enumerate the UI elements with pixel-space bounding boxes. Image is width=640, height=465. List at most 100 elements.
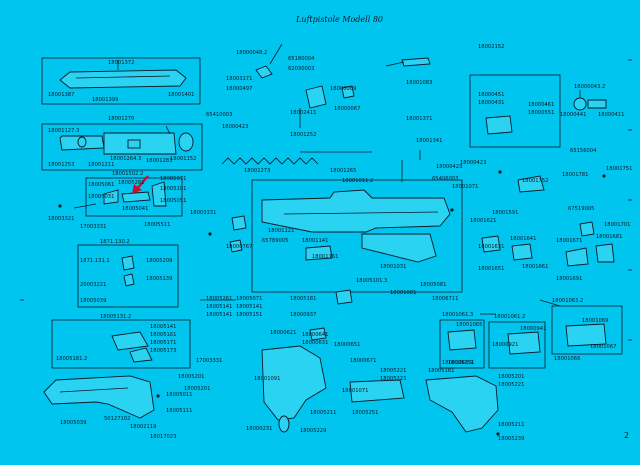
barrel-lock-part (517, 175, 545, 193)
part-label: 18001641 (510, 236, 536, 242)
receiver-slot-plate (361, 233, 437, 263)
part-label: 18001399 (92, 97, 118, 103)
screwdriver-shaft (385, 61, 405, 67)
pin-dot (156, 394, 160, 398)
part-shapes (43, 43, 615, 436)
part-label: 18000451 (478, 92, 504, 98)
part-label: 18001011.2 (342, 178, 373, 184)
part-label: 18005141 (206, 312, 232, 318)
part-label: 18002411 (290, 110, 316, 116)
sight-base-part (305, 85, 327, 109)
receiver-inner-line (283, 211, 439, 215)
cylinder-washer (77, 136, 87, 148)
part-label: 18005061 (88, 182, 114, 188)
part-label: 18001061.2 (494, 314, 525, 320)
part-label: 18001671 (556, 238, 582, 244)
leader-line (165, 125, 171, 135)
part-label: 18000551 (528, 110, 554, 116)
frame-group-2 (41, 123, 203, 171)
part-label: 18005141 (150, 324, 176, 330)
rear-sight-knob (255, 65, 273, 79)
frame-group-7 (439, 319, 485, 369)
part-label: 18001270 (108, 116, 134, 122)
cylinder-ring (127, 139, 141, 149)
part-label: 18001283 (146, 158, 172, 164)
part-label: 18005111 (166, 408, 192, 414)
part-label: 18005211 (498, 422, 524, 428)
screwdriver-handle (401, 57, 431, 67)
part-label: 18005173 (150, 348, 176, 354)
latch-part-b (595, 243, 615, 263)
part-label: 65180004 (288, 56, 315, 62)
frame-group-4 (77, 244, 179, 308)
part-label: 18005181.2 (56, 356, 87, 362)
spring-cap-part (335, 289, 353, 305)
grip-rail-part (59, 69, 187, 89)
part-label: 18001161 (312, 254, 338, 260)
part-label: 18000411 (598, 112, 624, 118)
part-label: 18000641 (302, 332, 328, 338)
part-label: 18000671 (350, 358, 376, 364)
part-label: 18000441 (560, 112, 586, 118)
part-label: 18001065 (456, 322, 482, 328)
sear-part (481, 235, 501, 253)
part-label: 67519005 (568, 206, 594, 212)
part-label: 18001253 (48, 162, 74, 168)
lower-frame-part (43, 375, 155, 419)
trigger-block-part (103, 189, 119, 205)
part-label: 18001781 (562, 172, 588, 178)
part-label: 18005141 (236, 304, 262, 310)
part-label: 18005101.3 (356, 278, 387, 284)
frame-group-10 (469, 74, 561, 148)
frame-group-5 (51, 319, 191, 369)
part-label: 18000423 (222, 124, 248, 130)
part-label: 18001069 (582, 318, 608, 324)
part-label: 18001661 (522, 264, 548, 270)
part-label: 18005181 (428, 368, 454, 374)
part-label: 18001211 (88, 162, 114, 168)
part-label: 18005081 (420, 282, 446, 288)
part-label: 18005141 (206, 304, 232, 310)
part-label: 18000043.2 (574, 84, 605, 90)
part-label: 18005223 (380, 376, 406, 382)
pin-block-part (231, 215, 247, 231)
part-label: 1871.131.1 (80, 258, 110, 264)
part-label: 18001067 (590, 344, 616, 350)
part-label: 18005039 (60, 420, 86, 426)
part-label: 20003221 (80, 282, 106, 288)
part-label: 18000767 (226, 244, 252, 250)
part-label: 18001341 (416, 138, 442, 144)
knob-screw-part (587, 99, 607, 109)
part-label: 18001091 (254, 376, 280, 382)
part-label: 18000937 (290, 312, 316, 318)
part-label: 18001121 (268, 228, 294, 234)
part-label: 18001651 (478, 266, 504, 272)
grip-screw-part (278, 415, 290, 433)
part-label: 18000621 (270, 330, 296, 336)
diagram-title: Luftpistole Modell 80 (295, 15, 383, 24)
part-label: 18005011 (166, 392, 192, 398)
part-label: 18017023 (150, 434, 176, 440)
page-number: 2 (624, 431, 629, 440)
part-label: 18001065.9 (442, 360, 473, 366)
trigger-guard-part (111, 331, 149, 351)
registration-marks (20, 59, 632, 341)
part-label: 18000231 (246, 426, 272, 432)
part-label: 18005051 (160, 198, 186, 204)
left-grip-part (261, 345, 327, 421)
cylinder-end-cap (178, 132, 194, 152)
frame-group-9 (551, 305, 623, 355)
rear-sight-part (485, 115, 513, 135)
part-label: 18005161 (150, 332, 176, 338)
part-label: 18000941 (520, 326, 546, 332)
part-label: 18005251 (448, 360, 474, 366)
part-label: 18001372 (108, 60, 134, 66)
part-label: 18001631 (478, 244, 504, 250)
part-label: 18001701 (604, 222, 630, 228)
part-label: 18005221 (498, 382, 524, 388)
small-plate-b (507, 331, 541, 355)
part-label: 18001752 (522, 178, 548, 184)
part-label: 18000423 (460, 160, 486, 166)
part-label: 18005201 (184, 386, 210, 392)
